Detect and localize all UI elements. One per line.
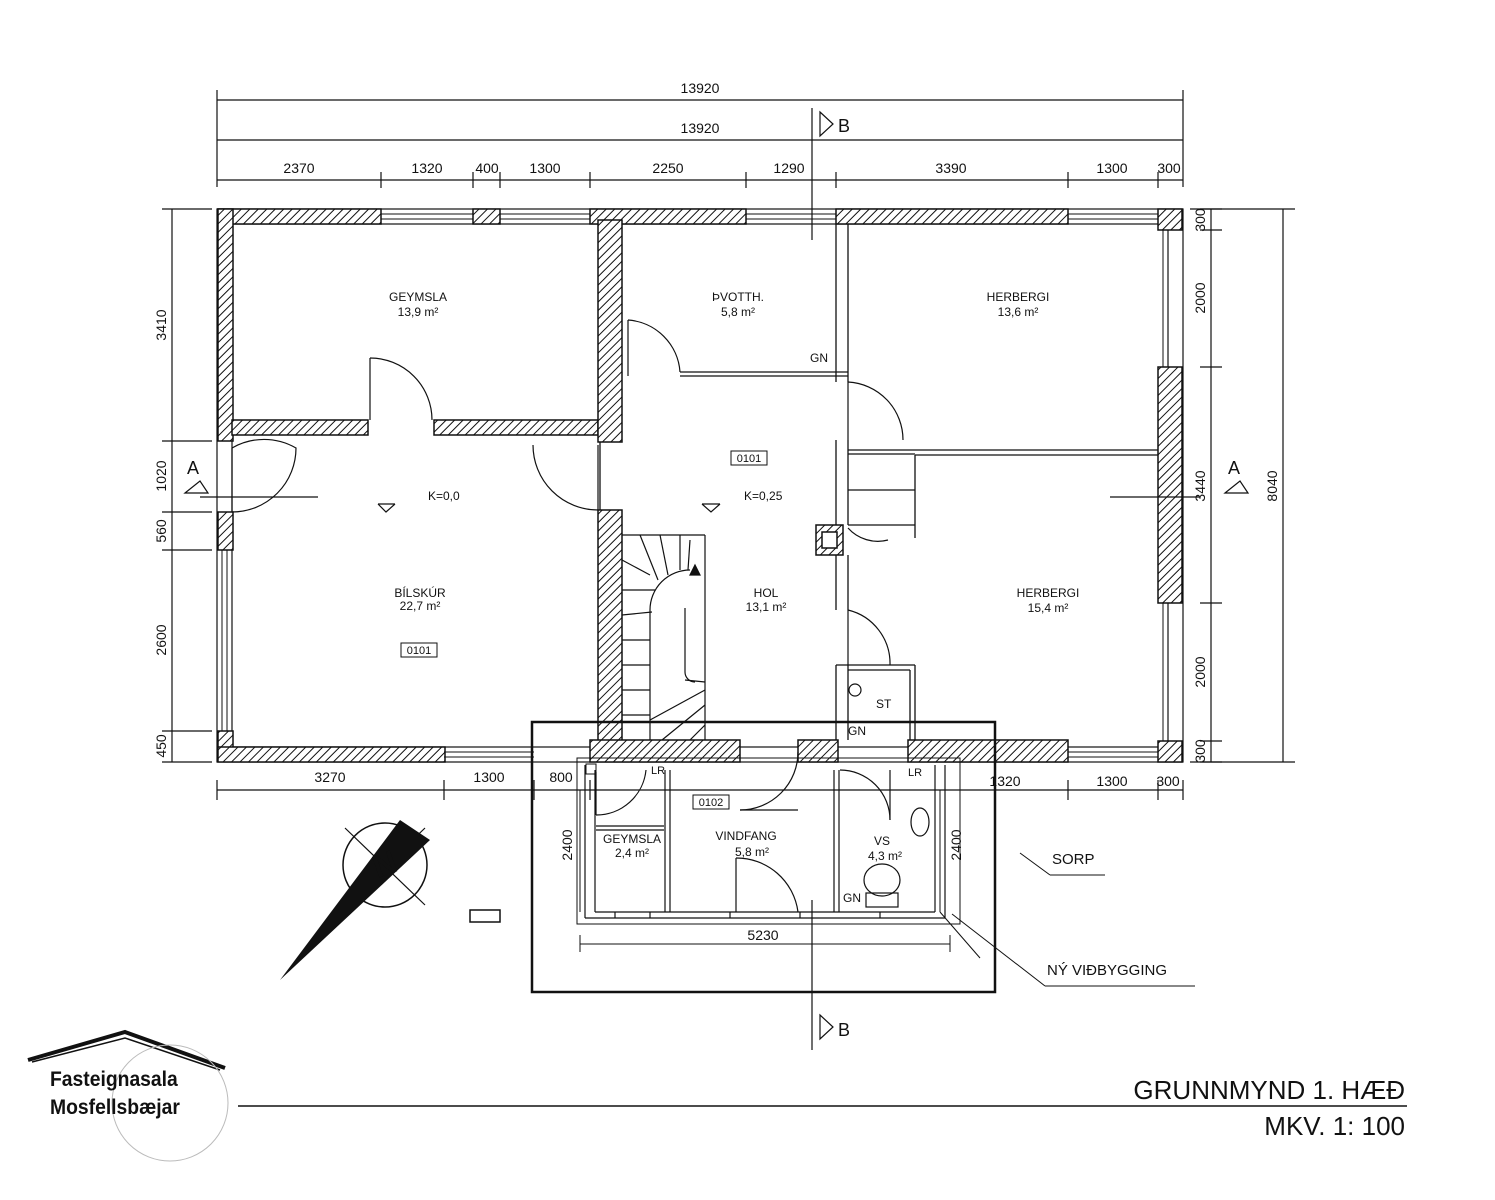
room-herbergi-1-name: HERBERGI (987, 290, 1050, 304)
tag-bilskur: 0101 (407, 645, 431, 657)
company-logo: Fasteignasala Mosfellsbæjar (20, 1028, 250, 1168)
dim-bottom-1: 3270 (314, 769, 345, 785)
section-a-right: A (1228, 458, 1240, 478)
dim-left-2: 1020 (153, 460, 169, 491)
dim-top-5: 2250 (652, 160, 683, 176)
room-geymsla-area: 13,9 m² (398, 305, 439, 319)
dim-top-4: 1300 (529, 160, 560, 176)
lr-left: LR (651, 765, 665, 777)
room-geymsla-small-area: 2,4 m² (615, 846, 649, 860)
room-herbergi-2-name: HERBERGI (1017, 586, 1080, 600)
dim-top-1: 2370 (283, 160, 314, 176)
dim-top-8: 1300 (1096, 160, 1127, 176)
addition-label: NÝ VIÐBYGGING (1047, 962, 1167, 979)
staircase (621, 534, 706, 741)
room-thvotth-area: 5,8 m² (721, 305, 755, 319)
room-hol-name: HOL (754, 586, 779, 600)
sorp-label: SORP (1052, 851, 1095, 868)
logo-line-1: Fasteignasala (50, 1068, 178, 1091)
logo-line-2: Mosfellsbæjar (50, 1096, 180, 1119)
dim-annex-right: 2400 (948, 829, 964, 860)
room-vs-name: VS (874, 834, 890, 848)
room-vindfang-area: 5,8 m² (735, 845, 769, 859)
dim-bottom-2: 1300 (473, 769, 504, 785)
dim-bottom-3: 800 (549, 769, 573, 785)
drawing-title: GRUNNMYND 1. HÆÐ (1133, 1075, 1405, 1105)
dim-left-5: 450 (153, 734, 169, 758)
house-roof-icon (27, 1029, 229, 1162)
north-arrow-icon: N (280, 820, 430, 980)
room-thvotth-name: ÞVOTTH. (712, 290, 764, 304)
dim-bottom-5: 1300 (1096, 773, 1127, 789)
doors (231, 319, 904, 913)
dim-top-2: 1320 (411, 160, 442, 176)
dim-annex-left: 2400 (559, 829, 575, 860)
gn-vs: GN (843, 891, 861, 905)
tag-vindfang: 0102 (699, 797, 723, 809)
section-a-left: A (187, 458, 199, 478)
dim-top-7: 3390 (935, 160, 966, 176)
dim-left-3: 560 (153, 519, 169, 543)
dim-right-4: 2000 (1192, 656, 1208, 687)
dim-overall: 13920 (681, 80, 720, 96)
dim-right-5: 300 (1192, 739, 1208, 763)
room-geymsla-small-name: GEYMSLA (603, 832, 661, 846)
room-tags (400, 450, 768, 810)
room-vindfang-name: VINDFANG (715, 829, 776, 843)
dim-right-2: 2000 (1192, 282, 1208, 313)
dim-right-3: 3440 (1192, 470, 1208, 501)
section-b-top: B (838, 116, 850, 136)
gn-closet: GN (848, 724, 866, 738)
windows (221, 213, 1169, 758)
dim-left-4: 2600 (153, 624, 169, 655)
annex (530, 683, 1195, 994)
detached-object (469, 909, 501, 923)
dim-annex-width: 5230 (747, 927, 778, 943)
room-hol-area: 13,1 m² (746, 600, 787, 614)
chimney (821, 531, 838, 549)
room-labels: GEYMSLA 13,9 m² ÞVOTTH. 5,8 m² HERBERGI … (389, 290, 1079, 863)
dim-top-3: 400 (475, 160, 499, 176)
st-label: ST (876, 697, 892, 711)
tag-hol: 0101 (737, 453, 761, 465)
lr-right: LR (908, 767, 922, 779)
room-herbergi-1-area: 13,6 m² (998, 305, 1039, 319)
dimension-lines (162, 90, 1295, 800)
hatched-walls (217, 208, 1183, 763)
gn-laundry: GN (810, 351, 828, 365)
dim-right-overall: 8040 (1264, 470, 1280, 501)
dim-left-1: 3410 (153, 309, 169, 340)
room-vs-area: 4,3 m² (868, 849, 902, 863)
level-garage: K=0,0 (428, 489, 460, 503)
room-bilskur-area: 22,7 m² (400, 599, 441, 613)
interior-walls (599, 224, 1158, 740)
drawing-scale: MKV. 1: 100 (1264, 1111, 1405, 1141)
dim-top-9: 300 (1157, 160, 1181, 176)
dim-bottom-4: 1320 (989, 773, 1020, 789)
dim-bottom-6: 300 (1156, 773, 1180, 789)
section-b-bottom: B (838, 1020, 850, 1040)
level-markers (377, 503, 721, 513)
dim-overall-2: 13920 (681, 120, 720, 136)
level-hall: K=0,25 (744, 489, 783, 503)
room-bilskur-name: BÍLSKÚR (394, 585, 446, 600)
section-lines (183, 108, 1250, 1050)
dim-top-6: 1290 (773, 160, 804, 176)
room-geymsla-name: GEYMSLA (389, 290, 447, 304)
dim-right-1: 300 (1192, 208, 1208, 232)
room-herbergi-2-area: 15,4 m² (1028, 601, 1069, 615)
